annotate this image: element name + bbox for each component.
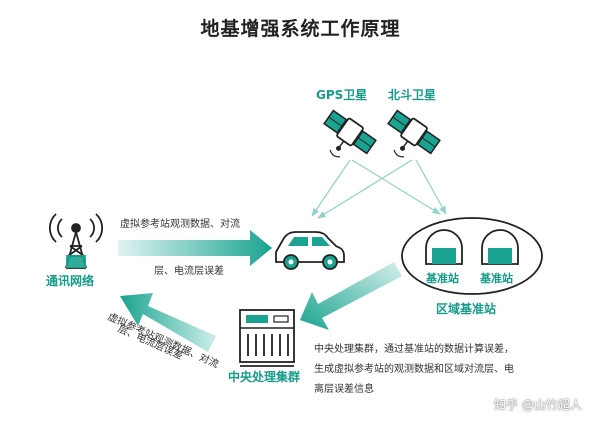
- arrow-center-to-network: [120, 293, 216, 352]
- station-icon: [481, 229, 519, 265]
- car-icon: [275, 231, 345, 270]
- page-title: 地基增强系统工作原理: [200, 18, 401, 40]
- gps-satellite-icon: [323, 109, 377, 158]
- center-description: 中央处理集群，通过基准站的数据计算误差， 生成虚拟参考站的观测数据和区域对流层、…: [314, 340, 514, 400]
- region-ellipse: [401, 217, 543, 295]
- arrow-top-line1: 虚拟参考站观测数据、对流: [120, 219, 240, 230]
- center-desc-line3: 离层误差信息: [314, 384, 374, 395]
- watermark: 知乎 @山竹超人: [494, 398, 582, 412]
- arrow-network-to-car: [118, 230, 272, 266]
- beidou-label: 北斗卫星: [388, 88, 437, 102]
- arrow-top-line2: 层、电流层误差: [154, 266, 224, 277]
- tower-icon: [49, 213, 103, 269]
- arrow-region-to-center: [300, 262, 402, 330]
- signal-lines: [311, 159, 447, 219]
- center-label: 中央处理集群: [228, 370, 301, 384]
- station-label: 基准站: [480, 272, 513, 285]
- center-desc-line1: 中央处理集群，通过基准站的数据计算误差，: [314, 344, 514, 355]
- gps-label: GPS卫星: [316, 88, 368, 102]
- station-icon: [425, 229, 463, 265]
- center-desc-line2: 生成虚拟参考站的观测数据和区域对流层、电: [314, 364, 514, 375]
- station-label: 基准站: [426, 272, 459, 285]
- beidou-satellite-icon: [387, 109, 441, 158]
- network-label: 通讯网络: [46, 274, 95, 288]
- region-label: 区域基准站: [436, 302, 497, 316]
- server-icon: [239, 309, 295, 367]
